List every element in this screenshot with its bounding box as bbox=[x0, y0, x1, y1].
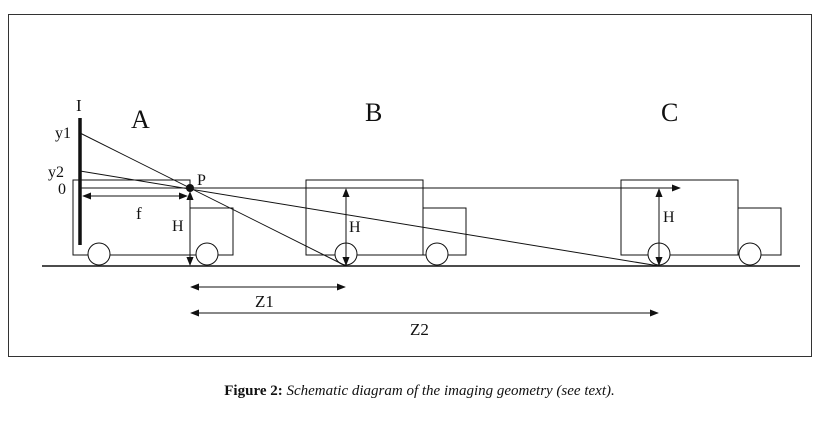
label-focal: f bbox=[136, 204, 142, 223]
imaging-geometry-diagram: I y1 y2 0 f P H H H A B C Z1 Z2 bbox=[8, 14, 812, 357]
label-z1: Z1 bbox=[255, 292, 274, 311]
image-plane-label: I bbox=[76, 96, 82, 115]
pinhole-point bbox=[186, 184, 194, 192]
vehicle-b-front-wheel bbox=[425, 242, 449, 266]
figure-caption: Figure 2: Schematic diagram of the imagi… bbox=[0, 383, 839, 400]
label-z2: Z2 bbox=[410, 320, 429, 339]
vehicle-a-front-wheel bbox=[195, 242, 219, 266]
caption-label: Figure 2: bbox=[224, 383, 283, 399]
caption-text: Schematic diagram of the imaging geometr… bbox=[286, 383, 615, 399]
label-height-b: H bbox=[349, 219, 361, 236]
label-height-a: H bbox=[172, 218, 184, 235]
vehicle-c-body bbox=[620, 179, 739, 256]
label-y2: y2 bbox=[48, 164, 64, 181]
vehicle-a-rear-wheel bbox=[87, 242, 111, 266]
label-vehicle-a: A bbox=[131, 105, 150, 134]
vehicle-a bbox=[72, 179, 234, 266]
ray-y2-to-c bbox=[79, 170, 660, 267]
label-vehicle-b: B bbox=[365, 98, 382, 127]
vehicle-c bbox=[620, 179, 782, 266]
label-vehicle-c: C bbox=[661, 98, 678, 127]
vehicle-c-front-wheel bbox=[738, 242, 762, 266]
label-y1: y1 bbox=[55, 125, 71, 142]
vehicle-b bbox=[305, 179, 467, 266]
label-zero: 0 bbox=[58, 181, 66, 198]
label-pinhole: P bbox=[197, 172, 206, 189]
ray-y1-to-b bbox=[79, 132, 347, 267]
figure-frame bbox=[8, 14, 812, 357]
label-height-c: H bbox=[663, 209, 675, 226]
